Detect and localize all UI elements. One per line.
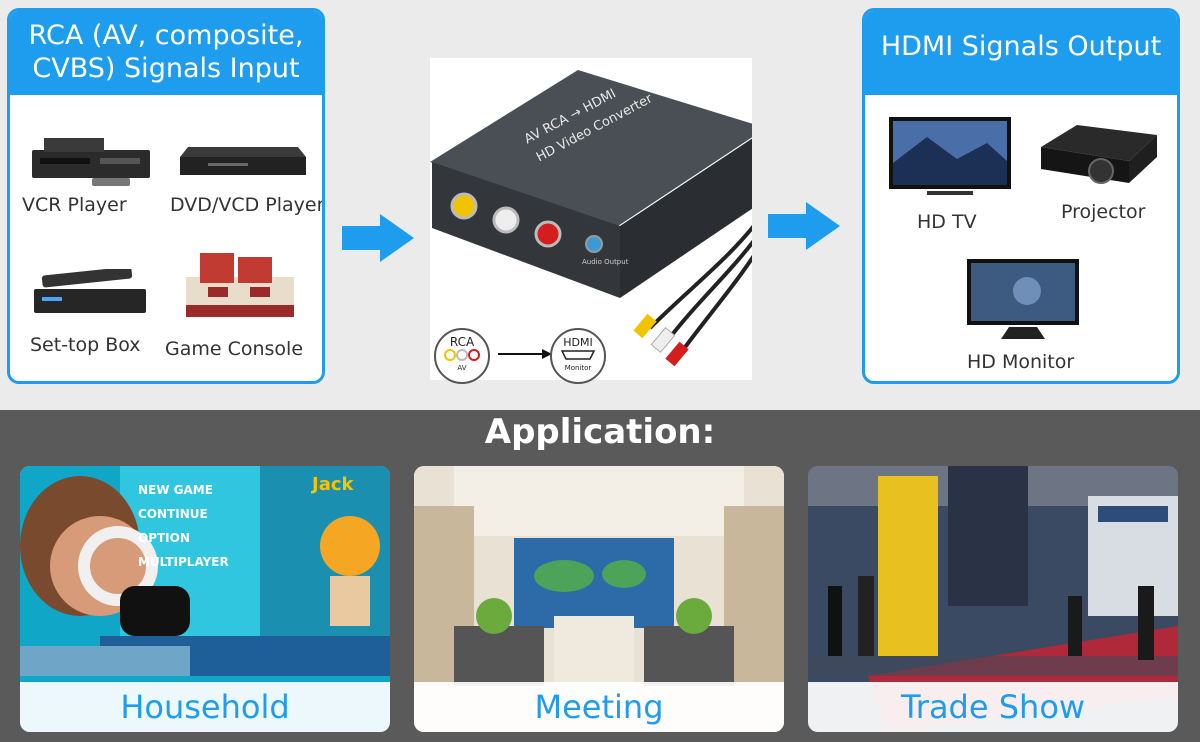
dvd-player-label: DVD/VCD Player	[170, 194, 325, 216]
input-panel: RCA (AV, composite, CVBS) Signals Input …	[7, 8, 325, 384]
game-menu-item: MULTIPLAYER	[138, 555, 229, 569]
projector-label: Projector	[1061, 201, 1146, 223]
application-title: Application:	[484, 412, 716, 452]
vcr-player-label: VCR Player	[22, 194, 127, 216]
arrow-right-icon	[498, 349, 552, 359]
hdmi-badge-sub: Monitor	[564, 364, 592, 372]
rca-badge-text: RCA	[449, 335, 475, 349]
game-menu-item: OPTION	[138, 531, 190, 545]
household-label: Household	[20, 682, 390, 732]
meeting-label: Meeting	[414, 682, 784, 732]
game-console-icon	[186, 253, 294, 317]
vcr-player-icon	[32, 138, 150, 186]
game-console-label: Game Console	[165, 338, 304, 360]
trade-show-card: Trade Show	[808, 466, 1178, 732]
hd-tv-label: HD TV	[917, 211, 977, 233]
input-panel-title: RCA (AV, composite, CVBS) Signals Input	[10, 11, 322, 95]
set-top-box-icon	[34, 269, 146, 313]
converter-device-icon	[430, 70, 752, 367]
hd-tv-icon	[889, 117, 1011, 195]
dvd-player-icon	[180, 147, 306, 175]
trade-show-label: Trade Show	[808, 682, 1178, 732]
audio-output-label: Audio Output	[582, 258, 629, 266]
arrow-right-icon	[342, 214, 414, 262]
hd-monitor-icon	[967, 259, 1079, 339]
output-panel: HDMI Signals Output HD TV Projector HD M…	[862, 8, 1180, 384]
output-panel-title: HDMI Signals Output	[865, 11, 1177, 95]
converter-product: AV RCA → HDMI HD Video Converter Audio O…	[430, 58, 752, 384]
arrow-right-icon	[768, 202, 840, 250]
hdmi-badge: HDMI Monitor	[550, 328, 606, 384]
meeting-card: Meeting	[414, 466, 784, 732]
rca-plugs-icon	[444, 349, 480, 361]
game-menu-item: CONTINUE	[138, 507, 208, 521]
game-character-name: Jack	[312, 474, 354, 495]
rca-badge-sub: AV	[457, 364, 467, 372]
hdmi-port-icon	[560, 350, 596, 360]
rca-badge: RCA AV	[434, 328, 490, 384]
projector-icon	[1041, 125, 1157, 184]
hd-monitor-label: HD Monitor	[967, 351, 1075, 373]
hdmi-badge-text: HDMI	[563, 336, 593, 349]
game-menu-item: NEW GAME	[138, 483, 213, 497]
game-menu: NEW GAME CONTINUE OPTION MULTIPLAYER	[138, 478, 229, 574]
household-card: NEW GAME CONTINUE OPTION MULTIPLAYER Jac…	[20, 466, 390, 732]
set-top-box-label: Set-top Box	[30, 334, 141, 356]
